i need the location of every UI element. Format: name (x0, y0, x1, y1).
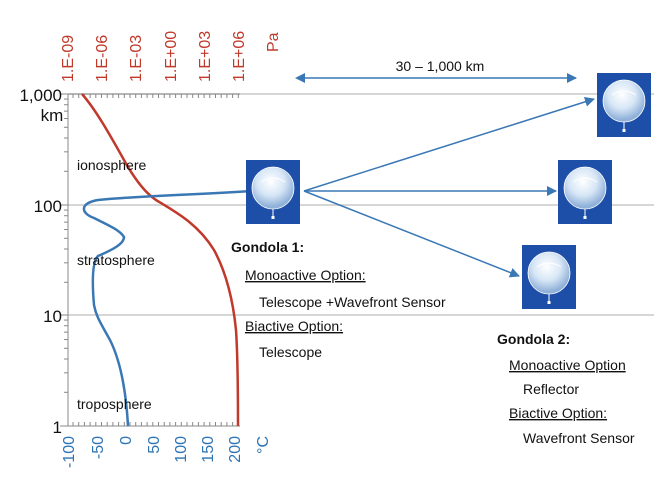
gondola1-title: Gondola 1: (231, 239, 304, 255)
pressure-tick-1e-03: 1.E-03 (128, 35, 145, 82)
temp-tick-m50: -50 (90, 436, 107, 459)
gondola1-mono-value: Telescope +Wavefront Sensor (259, 294, 446, 310)
temp-tick-200: 200 (227, 436, 244, 463)
pressure-unit: Pa (265, 32, 282, 52)
balloon-icon (557, 159, 613, 225)
altitude-tick-1: 1 (53, 418, 62, 437)
temp-unit: °C (255, 436, 272, 454)
gondola2-bi-value: Wavefront Sensor (523, 430, 635, 446)
altitude-tick-100: 100 (34, 197, 62, 216)
temp-tick-0: 0 (118, 436, 135, 445)
gondola1-bi-value: Telescope (259, 344, 322, 360)
temp-tick-50: 50 (146, 436, 163, 454)
pressure-tick-1e-09: 1.E-09 (60, 35, 77, 82)
altitude-unit: km (41, 106, 64, 125)
balloon-icon (245, 159, 301, 225)
pressure-tick-1e+00: 1.E+00 (163, 31, 180, 82)
pressure-tick-1e-06: 1.E-06 (94, 35, 111, 82)
distance-label: 30 – 1,000 km (396, 58, 485, 74)
gondola1-bi-label: Biactive Option: (245, 318, 343, 334)
stratosphere-label: stratosphere (77, 252, 155, 268)
ionosphere-label: ionosphere (77, 157, 146, 173)
pressure-tick-1e+03: 1.E+03 (197, 31, 214, 82)
axes (67, 93, 240, 427)
temp-tick-150: 150 (200, 436, 217, 463)
pressure-curve (81, 93, 240, 427)
link-arrows (303, 96, 595, 278)
temperature-curve (82, 188, 266, 427)
altitude-tick-1000: 1,000 (19, 86, 62, 105)
gondola2-bi-label: Biactive Option: (509, 405, 607, 421)
pressure-tick-1e+06: 1.E+06 (231, 31, 248, 82)
gondola1-mono-label: Monoactive Option: (245, 267, 366, 283)
altitude-tick-10: 10 (43, 307, 62, 326)
gondola2-mono-label: Monoactive Option (509, 357, 626, 373)
balloon-icon (596, 72, 652, 138)
balloon-icon (521, 244, 577, 310)
gondola2-title: Gondola 2: (497, 331, 570, 347)
gondola2-mono-value: Reflector (523, 381, 579, 397)
temp-tick-100: 100 (173, 436, 190, 463)
temp-tick-m100: -100 (61, 436, 78, 468)
troposphere-label: troposphere (77, 396, 152, 412)
